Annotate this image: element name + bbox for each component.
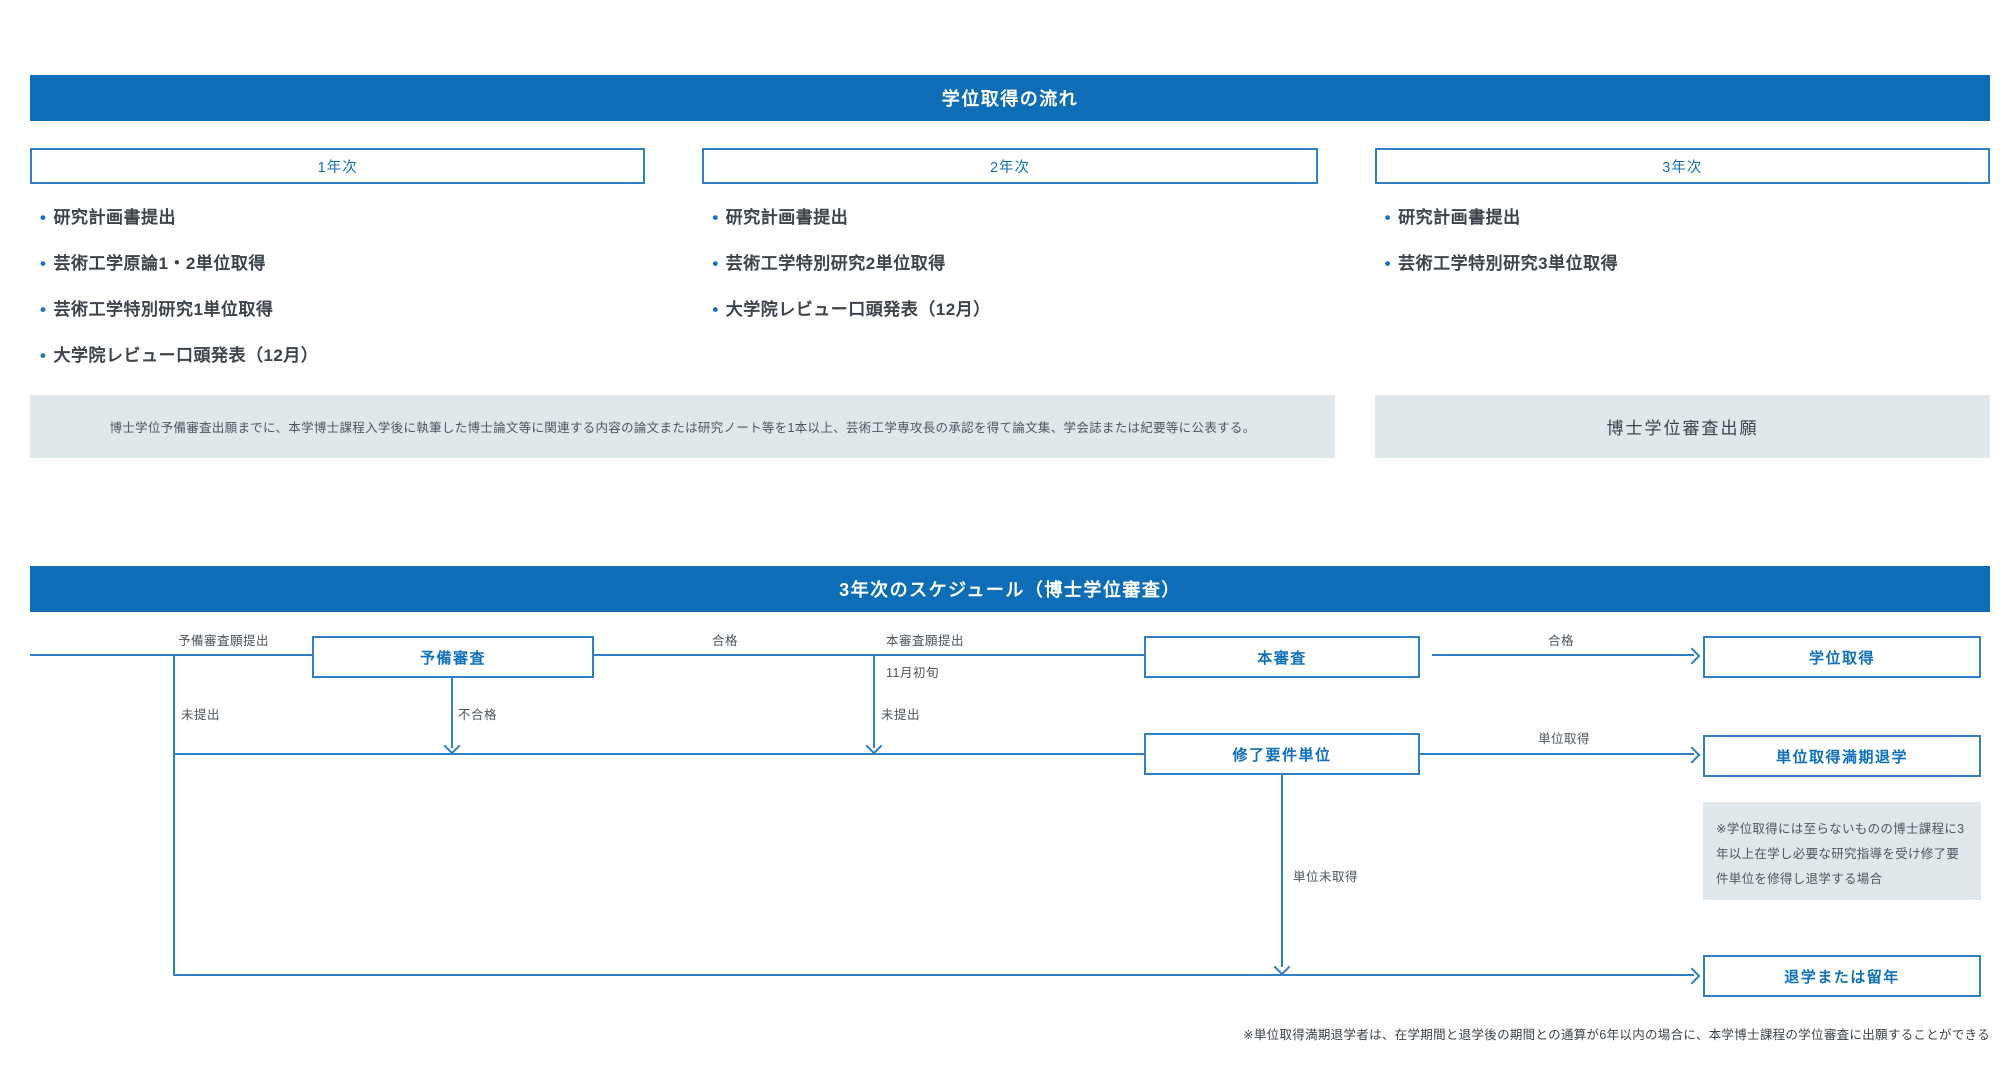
section2-title: 3年次のスケジュール（博士学位審査） <box>839 580 1181 600</box>
node-degree-obtained: 学位取得 <box>1703 636 1981 678</box>
flow-line <box>1281 775 1283 967</box>
node-completion-credits: 修了要件単位 <box>1144 733 1420 775</box>
node-label: 本審査 <box>1257 649 1307 667</box>
list-item: 研究計画書提出 <box>712 207 1317 228</box>
arrow-down-icon <box>865 737 883 755</box>
year-1-task-list: 研究計画書提出 芸術工学原論1・2単位取得 芸術工学特別研究1単位取得 大学院レ… <box>30 207 645 391</box>
year-3-task-list: 研究計画書提出 芸術工学特別研究3単位取得 <box>1375 207 1990 391</box>
year-2-label: 2年次 <box>989 159 1031 176</box>
list-item: 大学院レビュー口頭発表（12月） <box>40 345 645 366</box>
arrow-right-icon <box>1683 647 1701 665</box>
label-main-application: 本審査願提出 <box>886 634 965 648</box>
footnote: ※単位取得満期退学者は、在学期間と退学後の期間との通算が6年以内の場合に、本学博… <box>1243 1028 1990 1042</box>
flow-line <box>873 656 875 748</box>
node-label: 学位取得 <box>1808 649 1875 667</box>
label-fail: 不合格 <box>458 708 498 722</box>
label-not-submitted-mid: 未提出 <box>881 708 921 722</box>
flow-line <box>451 678 453 748</box>
withdrawal-side-note: ※学位取得には至らないものの博士課程に3年以上在学し必要な研究指導を受け修了要件… <box>1703 802 1981 900</box>
publication-requirement-note: 博士学位予備審査出願までに、本学博士課程入学後に執筆した博士論文等に関連する内容… <box>30 395 1335 458</box>
node-label: 単位取得満期退学 <box>1775 748 1908 766</box>
flow-line <box>594 654 1144 656</box>
node-preliminary-review: 予備審査 <box>312 636 594 678</box>
arrow-right-icon <box>1683 967 1701 985</box>
node-main-review: 本審査 <box>1144 636 1420 678</box>
list-item: 芸術工学特別研究1単位取得 <box>40 299 645 320</box>
list-item: 芸術工学特別研究2単位取得 <box>712 253 1317 274</box>
year-2-task-list: 研究計画書提出 芸術工学特別研究2単位取得 大学院レビュー口頭発表（12月） <box>702 207 1317 391</box>
label-pass-1: 合格 <box>712 634 739 648</box>
list-item: 大学院レビュー口頭発表（12月） <box>712 299 1317 320</box>
node-withdrawal-with-credits: 単位取得満期退学 <box>1703 735 1981 777</box>
node-withdrawal-or-repeat: 退学または留年 <box>1703 955 1981 997</box>
year-3-label: 3年次 <box>1662 159 1703 176</box>
section1-title-bar: 学位取得の流れ <box>30 75 1990 121</box>
bullets-row: 研究計画書提出 芸術工学原論1・2単位取得 芸術工学特別研究1単位取得 大学院レ… <box>30 207 1990 391</box>
year-box-1: 1年次 <box>30 148 646 184</box>
flow-line <box>173 974 1694 976</box>
label-pass-2: 合格 <box>1548 634 1575 648</box>
flow-line <box>1420 753 1694 755</box>
schedule-flowchart: 予備審査 本審査 学位取得 修了要件単位 単位取得満期退学 退学または留年 予備… <box>0 620 2016 1076</box>
list-item: 芸術工学特別研究3単位取得 <box>1385 253 1990 274</box>
section2-title-bar: 3年次のスケジュール（博士学位審査） <box>30 566 1990 612</box>
publication-requirement-text: 博士学位予備審査出願までに、本学博士課程入学後に執筆した博士論文等に関連する内容… <box>109 421 1256 435</box>
label-credits-not-earned: 単位未取得 <box>1293 870 1359 884</box>
degree-application-note: 博士学位審査出願 <box>1375 395 1990 458</box>
label-preliminary-application: 予備審査願提出 <box>178 634 270 648</box>
arrow-down-icon <box>1273 958 1291 976</box>
list-item: 研究計画書提出 <box>1385 207 1990 228</box>
year-1-label: 1年次 <box>317 159 358 176</box>
label-credits-earned: 単位取得 <box>1538 732 1591 746</box>
list-item: 研究計画書提出 <box>40 207 645 228</box>
flow-line <box>173 753 1144 755</box>
list-item: 芸術工学原論1・2単位取得 <box>40 253 645 274</box>
label-not-submitted-left: 未提出 <box>181 708 221 722</box>
node-label: 退学または留年 <box>1784 968 1900 986</box>
node-label: 予備審査 <box>419 649 486 667</box>
degree-application-text: 博士学位審査出願 <box>1606 419 1759 438</box>
arrow-down-icon <box>443 737 461 755</box>
flow-line <box>30 654 312 656</box>
year-box-3: 3年次 <box>1374 148 1990 184</box>
node-label: 修了要件単位 <box>1232 746 1332 764</box>
section1-title: 学位取得の流れ <box>941 89 1079 109</box>
flow-line <box>1432 654 1694 656</box>
year-row: 1年次 2年次 3年次 <box>30 148 1990 184</box>
year-box-2: 2年次 <box>702 148 1318 184</box>
label-early-november: 11月初旬 <box>886 666 939 680</box>
flow-line <box>173 654 175 976</box>
arrow-right-icon <box>1683 746 1701 764</box>
withdrawal-side-note-text: ※学位取得には至らないものの博士課程に3年以上在学し必要な研究指導を受け修了要件… <box>1716 822 1965 886</box>
